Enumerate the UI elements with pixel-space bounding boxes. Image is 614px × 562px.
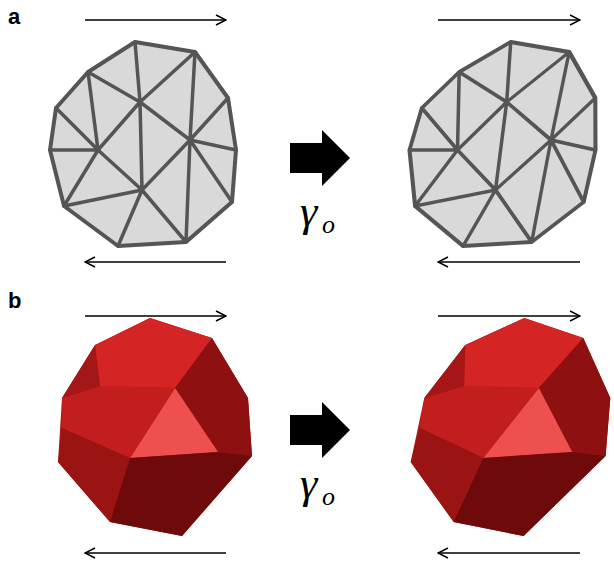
- panel-letter: b: [8, 290, 21, 312]
- panel-letter: a: [8, 6, 20, 28]
- shear-symbol: γ: [300, 462, 317, 506]
- shear-symbol: γ: [300, 190, 317, 234]
- shear-subscript: o: [322, 484, 335, 510]
- shear-subscript: o: [322, 212, 335, 238]
